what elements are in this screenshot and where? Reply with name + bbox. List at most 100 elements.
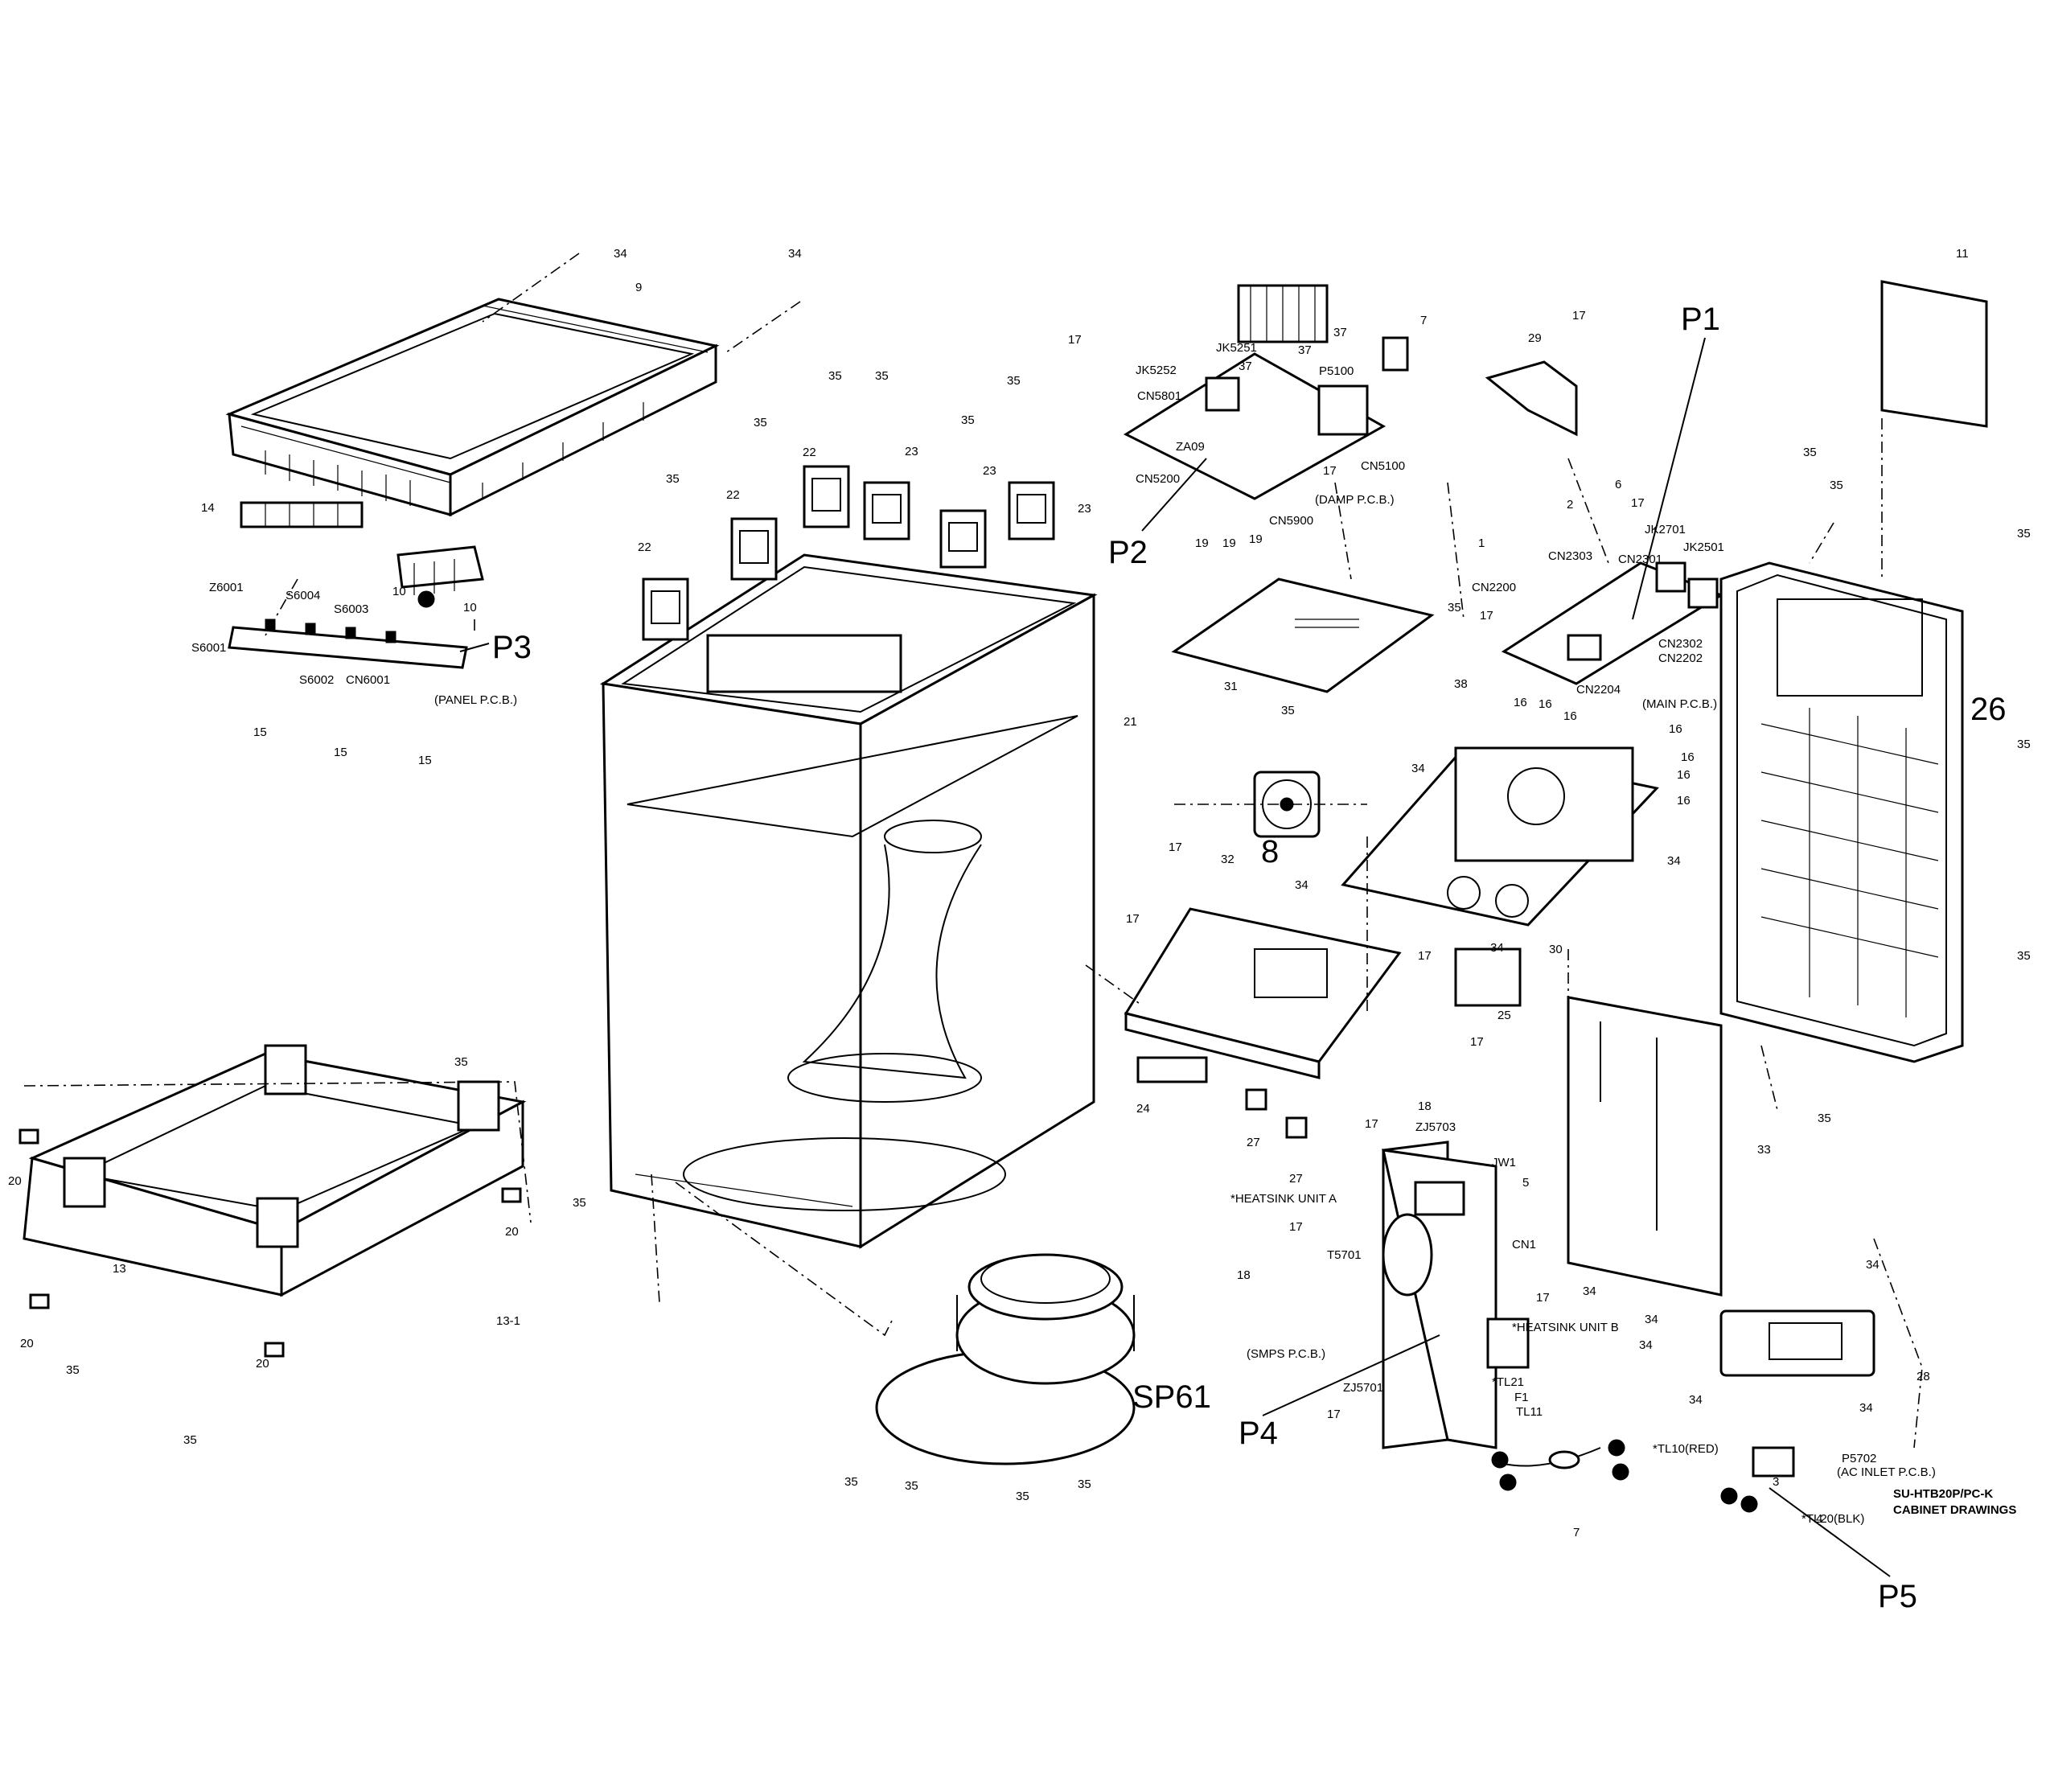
part-num-34-j: 34 [1639, 1338, 1653, 1352]
caption-title: CABINET DRAWINGS [1893, 1503, 2016, 1517]
part-num-3: 3 [1773, 1475, 1779, 1489]
jk5252-label: JK5252 [1136, 364, 1177, 377]
part-num-35-j: 35 [1830, 479, 1843, 492]
part-num-35-d: 35 [754, 416, 767, 430]
part-num-10-a: 10 [392, 585, 406, 598]
part-num-20-d: 20 [256, 1357, 269, 1371]
speaker-bracket-part-22-b [730, 517, 778, 581]
part-num-20-b: 20 [505, 1225, 519, 1239]
damp-pcb-label: (DAMP P.C.B.) [1315, 493, 1395, 507]
part-num-17-k: 17 [1289, 1220, 1303, 1234]
part-num-31: 31 [1224, 680, 1238, 693]
zj5703-label: ZJ5703 [1415, 1120, 1456, 1134]
part-num-34-a: 34 [614, 247, 627, 261]
part-num-19-a: 19 [1195, 536, 1209, 550]
part-num-19-b: 19 [1222, 536, 1236, 550]
part-num-17-l: 17 [1536, 1291, 1550, 1305]
speaker-bracket-part-23-c [1008, 481, 1055, 540]
part-num-35-l: 35 [2017, 738, 2031, 751]
label-sheet-part-11 [1880, 280, 1988, 428]
part-num-34-c: 34 [1411, 762, 1425, 775]
cn2301-label: CN2301 [1618, 553, 1662, 566]
p3-pointer [459, 643, 490, 652]
part-num-34-f: 34 [1490, 941, 1504, 955]
part-num-15-c: 15 [418, 754, 432, 767]
part-num-34-d: 34 [1295, 878, 1308, 892]
heatsink-b-label: *HEATSINK UNIT B [1512, 1321, 1619, 1334]
smps-pcb [1382, 1141, 1530, 1449]
part-num-35-k: 35 [2017, 527, 2031, 540]
part-num-27-b: 27 [1289, 1172, 1303, 1186]
part-num-17-c: 17 [1631, 496, 1645, 510]
label-p2: P2 [1108, 535, 1148, 570]
label-p4: P4 [1239, 1416, 1278, 1451]
ac-inlet-pcb-label: (AC INLET P.C.B.) [1837, 1465, 1936, 1479]
part-num-16-b: 16 [1539, 697, 1552, 711]
cn2204-label: CN2204 [1576, 683, 1621, 697]
cn2303-label: CN2303 [1548, 549, 1592, 563]
part-num-35-f: 35 [666, 472, 680, 486]
part-num-35-b: 35 [875, 369, 889, 383]
p5702-label: P5702 [1842, 1452, 1876, 1465]
part-num-13: 13 [113, 1262, 126, 1276]
part-num-21: 21 [1124, 715, 1137, 729]
cn2302-label: CN2302 [1658, 637, 1703, 651]
ac-inlet-pcb [1720, 1446, 1795, 1513]
part-num-14: 14 [201, 501, 215, 515]
label-p3: P3 [492, 630, 532, 665]
part-num-18-a: 18 [1418, 1099, 1432, 1113]
cover-part-32 [1124, 907, 1402, 1079]
speaker-bracket-part-23-b [939, 509, 987, 569]
part-num-34-i: 34 [1866, 1258, 1880, 1272]
part-num-35-t: 35 [905, 1479, 918, 1493]
jk2501-label: JK2501 [1683, 540, 1724, 554]
part-num-20-c: 20 [20, 1337, 34, 1350]
cn5900-label: CN5900 [1269, 514, 1313, 528]
part-num-34-h: 34 [1645, 1313, 1658, 1326]
top-cabinet-vents [265, 402, 644, 506]
part-num-35-c: 35 [1007, 374, 1021, 388]
jk2701-label: JK2701 [1645, 523, 1686, 536]
label-8: 8 [1261, 834, 1279, 869]
part-num-17-j: 17 [1365, 1117, 1378, 1131]
plate-part-33 [1567, 996, 1723, 1297]
part-num-7-a: 7 [1420, 314, 1427, 327]
part-num-35-v: 35 [1078, 1478, 1091, 1491]
part-num-17-e: 17 [1323, 464, 1337, 478]
part-num-27-a: 27 [1247, 1136, 1260, 1149]
bracket-part-10 [396, 545, 484, 595]
jw1-label: JW1 [1492, 1156, 1516, 1169]
part-num-34-g: 34 [1583, 1284, 1596, 1298]
part-num-4: 4 [1816, 1512, 1822, 1526]
part-num-22-b: 22 [726, 488, 740, 502]
heatsink-part-25 [1454, 947, 1522, 1007]
part-num-35-n: 35 [1818, 1112, 1831, 1125]
p2-pointer [1141, 458, 1207, 532]
part-num-10-b: 10 [463, 601, 477, 614]
part-num-9: 9 [635, 281, 642, 294]
part-num-15-a: 15 [253, 725, 267, 739]
part-num-35-a: 35 [828, 369, 842, 383]
part-num-17-a: 17 [1068, 333, 1082, 347]
s6001-label: S6001 [191, 641, 226, 655]
part-num-1: 1 [1478, 536, 1485, 550]
small-part-27-b [1285, 1116, 1308, 1139]
part-num-29: 29 [1528, 331, 1542, 345]
tl10-label: *TL10(RED) [1653, 1442, 1719, 1456]
part-num-17-d: 17 [1480, 609, 1493, 623]
tl21-label: *TL21 [1492, 1375, 1524, 1389]
part-num-34-l: 34 [1859, 1401, 1873, 1415]
s6004-label: S6004 [286, 589, 320, 602]
part-num-34-e: 34 [1667, 854, 1681, 868]
smps-pcb-label: (SMPS P.C.B.) [1247, 1347, 1325, 1361]
part-num-37-a: 37 [1298, 343, 1312, 357]
cn5200-label: CN5200 [1136, 472, 1180, 486]
part-num-35-p: 35 [573, 1196, 586, 1210]
label-p1: P1 [1681, 302, 1720, 337]
main-pcb-label: (MAIN P.C.B.) [1642, 697, 1717, 711]
part-num-17-h: 17 [1418, 949, 1432, 963]
p1-pointer [1632, 337, 1706, 620]
part-num-17-f: 17 [1169, 841, 1182, 854]
base-part-13 [23, 1044, 527, 1297]
part-num-19-c: 19 [1249, 532, 1263, 546]
